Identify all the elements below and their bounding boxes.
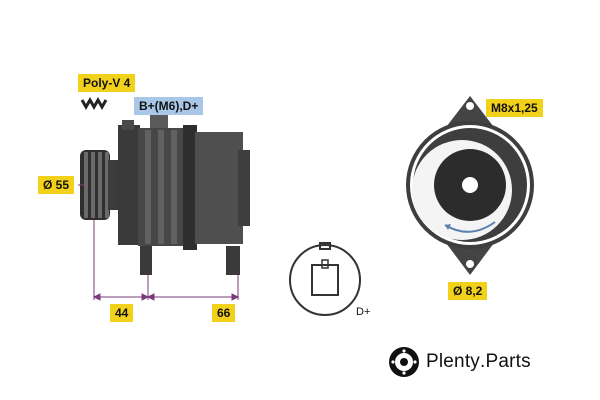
connector-plug	[289, 242, 361, 316]
terminal-label: B+(M6),D+	[134, 97, 204, 115]
alternator-rear-view	[406, 96, 534, 275]
dimension-lines	[78, 184, 240, 301]
dimension-66-label: 66	[212, 304, 236, 322]
hole-diameter-label: Ø 8,2	[448, 282, 488, 300]
belt-profile-icon	[80, 96, 108, 111]
mount-foot-rear	[226, 246, 240, 275]
mount-foot-front	[140, 246, 152, 275]
dimension-44-label: 44	[110, 304, 134, 322]
front-bracket	[118, 125, 140, 245]
shaft	[462, 177, 478, 193]
stator	[183, 125, 197, 250]
rear-bracket	[195, 132, 243, 244]
pulley	[80, 150, 122, 220]
belt-type-label: Poly-V 4	[78, 74, 136, 92]
connector-terminal-label: D+	[356, 306, 371, 318]
thread-size-label: M8x1,25	[486, 99, 543, 117]
terminal-stud	[150, 112, 168, 128]
lower-mount-hole	[466, 260, 474, 268]
brand-suffix: Parts	[485, 351, 531, 372]
brand-logo[interactable]: Plenty.Parts	[388, 346, 531, 378]
brand-name: Plenty	[426, 351, 481, 372]
brake-disc-icon	[389, 347, 419, 377]
brand-dot: .	[480, 351, 486, 372]
alternator-side-view	[80, 96, 250, 275]
pulley-diameter-label: Ø 55	[38, 176, 75, 194]
upper-mount-hole	[466, 102, 474, 110]
